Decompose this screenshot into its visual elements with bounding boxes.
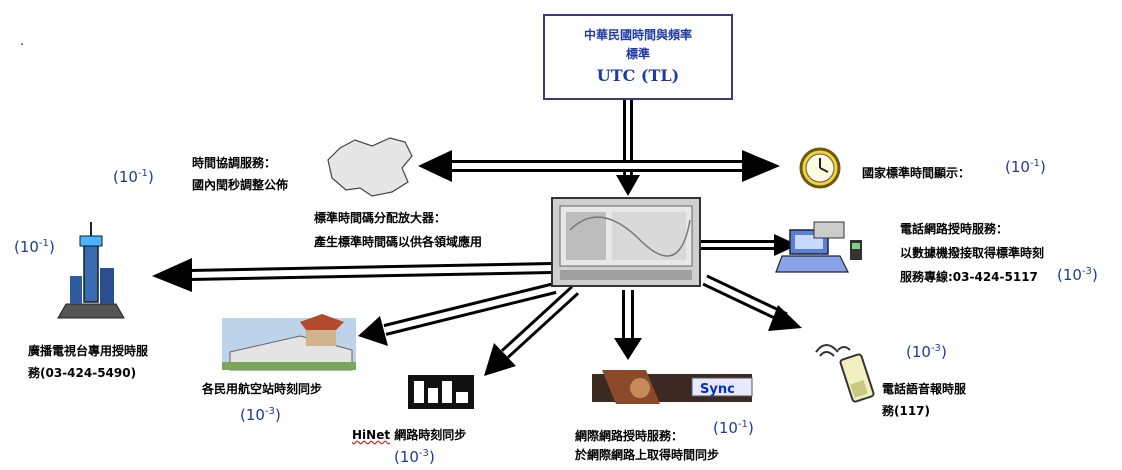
clock-icon <box>799 147 841 189</box>
ntp-sync-icon <box>592 370 753 404</box>
ntp-line2: 於網際網路上取得時間同步 <box>575 448 720 462</box>
distribution-amplifier-icon <box>551 197 701 287</box>
time-coord-precision: (10-1) <box>113 168 154 186</box>
clock-label: 國家標準時間顯示： <box>862 166 971 180</box>
modem-precision: (10-3) <box>1057 266 1098 284</box>
airport-precision: (10-3) <box>240 406 281 424</box>
ntp-logo-text: Sync <box>700 382 735 397</box>
china-map-icon <box>327 137 413 197</box>
time-coord-title: 時間協調服務： <box>192 156 277 170</box>
modem-line1: 電話網路授時服務： <box>900 222 1009 236</box>
center-line2: 產生標準時間碼以供各領域應用 <box>314 235 483 249</box>
arrow-to-hinet <box>484 285 580 376</box>
hinet-label: HiNet 網路時刻同步 <box>352 424 466 446</box>
telephone-icon <box>815 344 875 403</box>
arrow-to-ntp <box>614 290 642 360</box>
modem-line2: 以數據機撥接取得標準時刻 <box>900 246 1045 260</box>
arrow-top-to-center <box>616 100 640 196</box>
center-line1: 標準時間碼分配放大器： <box>314 211 447 225</box>
stray-dot: . <box>20 34 24 48</box>
arrow-to-modem <box>700 234 798 256</box>
hinet-logo-icon <box>408 375 474 409</box>
voice-line1: 電話語音報時服 <box>882 382 967 396</box>
voice-precision: (10-3) <box>906 343 947 361</box>
time-coord-subtitle: 國內閏秒調整公佈 <box>192 178 289 192</box>
ntp-line1: 網際網路授時服務： <box>575 429 684 443</box>
hinet-precision: (10-3) <box>394 448 435 466</box>
time-standard-title: 中華民國時間與頻率 <box>583 28 692 42</box>
time-standard-box: 中華民國時間與頻率 標準 UTC (TL) <box>543 14 733 100</box>
modem-computer-icon <box>775 221 862 273</box>
time-standard-subtitle: 標準 <box>625 47 650 61</box>
modem-line3: 服務專線:03-424-5117 <box>900 270 1038 284</box>
hinet-brand: HiNet <box>352 428 391 442</box>
voice-line2: 務(117) <box>882 404 931 418</box>
ntp-precision: (10-1) <box>713 419 754 437</box>
hinet-text: 網路時刻同步 <box>390 428 467 442</box>
arrow-horizontal-map-clock <box>418 150 780 182</box>
clock-precision: (10-1) <box>1005 158 1046 176</box>
arrow-to-broadcast <box>152 258 553 292</box>
utc-label: UTC (TL) <box>596 66 680 85</box>
airport-label: 各民用航空站時刻同步 <box>202 382 323 396</box>
arrow-to-airport <box>358 282 557 346</box>
arrow-to-voice <box>702 274 802 331</box>
broadcast-line1: 廣播電視台專用授時服 <box>28 344 149 358</box>
airport-photo-icon <box>222 314 356 371</box>
broadcast-precision: (10-1) <box>14 238 55 256</box>
broadcast-line2: 務(03-424-5490) <box>28 366 137 380</box>
tv-tower-icon <box>57 222 125 319</box>
